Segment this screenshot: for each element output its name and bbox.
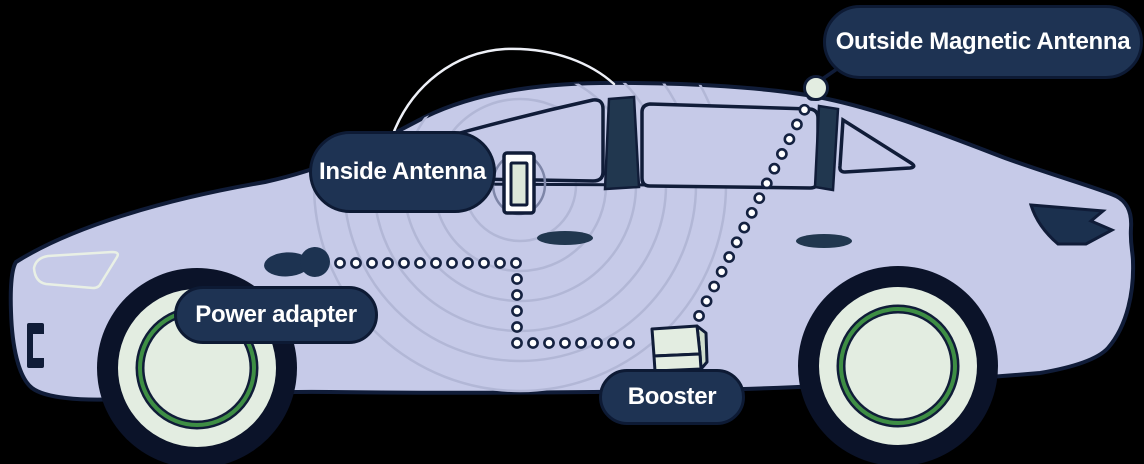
cable-dot <box>494 257 506 269</box>
label-inside-antenna-text: Inside Antenna <box>319 158 486 185</box>
cable-dot <box>730 236 743 249</box>
cable-dot <box>775 148 788 160</box>
power-cable-dotted-run <box>334 257 635 349</box>
cable-dot <box>783 133 796 146</box>
cable-dot <box>511 273 523 285</box>
cable-dot <box>723 251 736 263</box>
label-power-adapter: Power adapter <box>174 286 378 344</box>
label-booster-text: Booster <box>627 383 717 410</box>
label-booster: Booster <box>599 369 745 425</box>
cable-dot <box>511 289 523 301</box>
cable-dot <box>693 310 705 322</box>
headlight <box>32 250 120 290</box>
outside-antenna-device <box>803 75 829 101</box>
rear-door-window <box>640 102 820 190</box>
cable-dot <box>511 321 523 333</box>
cable-dot <box>446 257 458 269</box>
rear-quarter-window <box>838 116 916 174</box>
label-outside-magnetic-antenna-text: Outside Magnetic Antenna <box>835 28 1131 55</box>
cable-dot <box>745 206 758 219</box>
cable-dot <box>510 257 522 269</box>
label-inside-antenna: Inside Antenna <box>309 131 496 213</box>
taillight <box>1028 203 1116 246</box>
cable-dot <box>414 257 426 269</box>
cable-dot <box>768 162 781 175</box>
front-door-handle <box>537 231 593 245</box>
rear-door-handle <box>796 234 852 248</box>
cable-dot <box>623 337 635 349</box>
front-bumper-notch <box>33 334 44 358</box>
b-pillar <box>603 95 641 191</box>
cable-dot <box>708 280 721 293</box>
cable-dot <box>543 337 555 349</box>
cable-dot <box>430 257 442 269</box>
cable-dot <box>760 177 773 190</box>
cable-dot <box>462 257 474 269</box>
cable-dot <box>738 221 751 234</box>
cable-dot <box>527 337 539 349</box>
cable-dot <box>478 257 490 269</box>
cable-dot <box>382 257 394 269</box>
cable-dot <box>511 337 523 349</box>
c-pillar <box>813 104 840 192</box>
booster-device <box>650 324 709 373</box>
inside-antenna-device <box>502 151 536 215</box>
power-adapter-device <box>264 246 330 277</box>
cable-dot <box>607 337 619 349</box>
cable-dot <box>700 295 713 308</box>
cable-dot <box>511 305 523 317</box>
label-power-adapter-text: Power adapter <box>195 301 357 328</box>
cable-dot <box>559 337 571 349</box>
cable-dot <box>715 265 728 278</box>
cable-dot <box>791 118 803 131</box>
cable-dot <box>398 257 410 269</box>
rear-wheel <box>798 266 998 464</box>
cable-dot <box>591 337 603 349</box>
label-outside-magnetic-antenna: Outside Magnetic Antenna <box>823 5 1143 79</box>
cable-dot <box>350 257 362 269</box>
cable-arc <box>391 47 616 136</box>
cable-dot <box>366 257 378 269</box>
cable-dot <box>575 337 587 349</box>
cable-dot <box>798 103 811 116</box>
cable-dot <box>334 257 346 269</box>
cable-dot <box>753 192 766 205</box>
